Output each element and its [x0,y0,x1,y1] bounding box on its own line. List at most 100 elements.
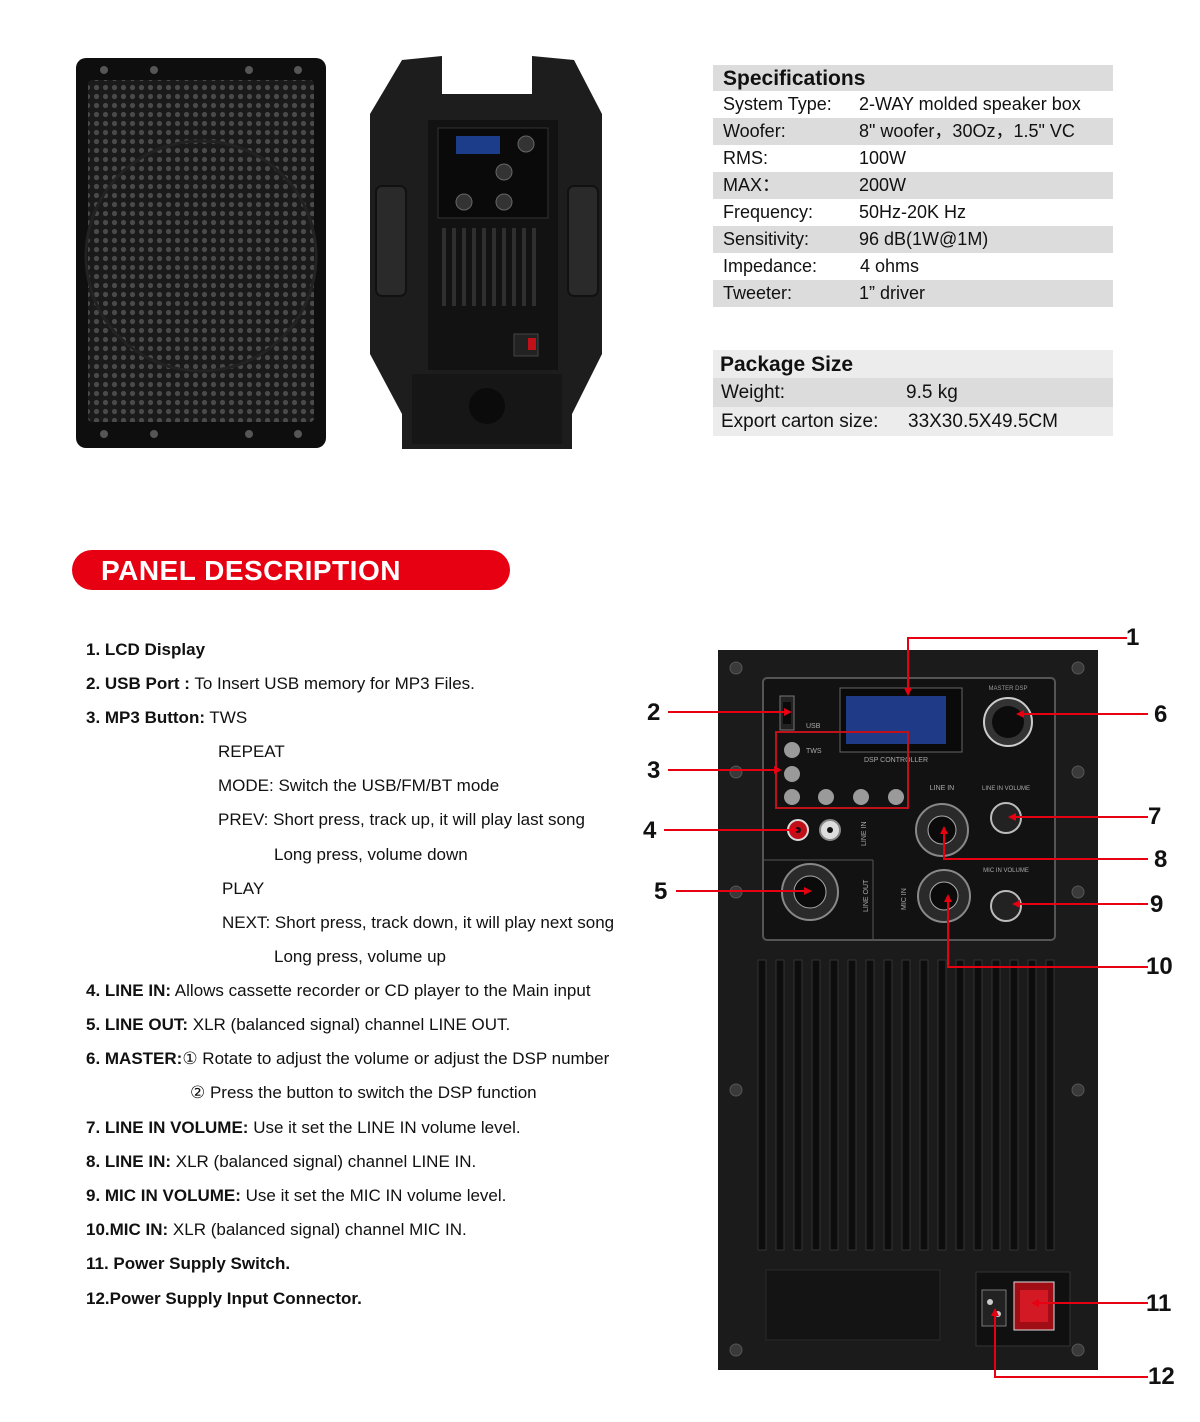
item-head: 2. USB Port : [86,674,190,693]
item-head: 4. LINE IN: [86,981,172,1000]
package-row: Weight:9.5 kg [713,378,1113,407]
list-item: REPEAT [218,742,285,762]
list-item: Long press, volume up [274,947,446,967]
item-text: PLAY [222,879,265,898]
item-head: 6. MASTER: [86,1049,183,1068]
callout-8: 8 [1154,846,1168,873]
spec-value: 100W [859,148,907,168]
list-item: Long press, volume down [274,845,468,865]
dsp-label: DSP CONTROLLER [864,757,928,764]
list-item: 4. LINE IN: Allows cassette recorder or … [86,981,591,1001]
spec-label: Sensitivity: [723,229,810,249]
spec-label: RMS: [723,148,768,168]
spec-row: RMS: 100W [713,145,1113,172]
spec-row: Frequency:50Hz-20K Hz [713,199,1113,226]
item-text: NEXT: Short press, track down, it will p… [222,913,615,932]
callout-10: 10 [1146,953,1173,980]
callout-6: 6 [1154,701,1168,728]
specifications-title: Specifications [713,65,1113,91]
panel-description-title: PANEL DESCRIPTION [101,555,401,586]
item-text: XLR (balanced signal) channel MIC IN. [168,1220,467,1239]
item-text: MODE: Switch the USB/FM/BT mode [218,776,500,795]
item-text: XLR (balanced signal) channel LINE OUT. [188,1015,511,1034]
list-item: 2. USB Port : To Insert USB memory for M… [86,674,475,694]
item-head: 11. Power Supply Switch. [86,1254,291,1273]
list-item: 1. LCD Display [86,640,205,660]
callout-9: 9 [1150,891,1164,918]
master-label: MASTER DSP [988,686,1027,692]
spec-label: Impedance: [723,256,818,276]
spec-value: 1” driver [859,283,926,303]
item-text: Long press, volume down [274,845,468,864]
package-row: Export carton size: 33X30.5X49.5CM [713,407,1113,436]
list-item: PREV: Short press, track up, it will pla… [218,810,585,830]
item-text: To Insert USB memory for MP3 Files. [189,674,475,693]
spec-value: 96 dB(1W@1M) [859,229,989,249]
item-head: 5. LINE OUT: [86,1015,189,1034]
callout-3: 3 [647,757,661,784]
spec-row: Sensitivity: 96 dB(1W@1M) [713,226,1113,253]
spec-value: 200W [859,175,907,195]
item-text: TWS [205,708,248,727]
line-out-label: LINE OUT [863,879,870,912]
item-text: Use it set the LINE IN volume level. [248,1118,521,1137]
line-in-vertical-label: LINE IN [861,821,868,846]
spec-label: Frequency: [723,202,814,222]
callout-11: 11 [1146,1290,1172,1317]
list-item: 9. MIC IN VOLUME: Use it set the MIC IN … [86,1186,506,1206]
package-label: Weight: [721,382,786,403]
line-in-label: LINE IN [930,785,955,792]
tws-label: TWS [806,748,822,755]
package-title: Package Size [713,350,1113,378]
list-item: 7. LINE IN VOLUME: Use it set the LINE I… [86,1118,521,1138]
usb-label: USB [806,723,821,730]
list-item: 11. Power Supply Switch. [86,1254,290,1274]
callout-12: 12 [1148,1363,1175,1390]
spec-row: Impedance: 4 ohms [713,253,1113,280]
package-value: 33X30.5X49.5CM [908,411,1058,432]
panel-description-banner: PANEL DESCRIPTION [72,550,510,590]
list-item: 8. LINE IN: XLR (balanced signal) channe… [86,1152,476,1172]
callout-4: 4 [643,817,657,844]
spec-row: Tweeter: 1” driver [713,280,1113,307]
mic-in-volume-label: MIC IN VOLUME [983,868,1029,874]
list-item: MODE: Switch the USB/FM/BT mode [218,776,499,796]
list-item: 3. MP3 Button: TWS [86,708,247,728]
spec-label: Woofer: [723,121,786,141]
line-in-volume-label: LINE IN VOLUME [982,786,1030,792]
speaker-front-image [76,58,326,448]
list-item: 6. MASTER:① Rotate to adjust the volume … [86,1049,609,1069]
list-item: ② Press the button to switch the DSP fun… [190,1083,537,1103]
spec-label: Tweeter: [723,283,793,303]
item-head: 8. LINE IN: [86,1152,172,1171]
item-text: Use it set the MIC IN volume level. [240,1186,507,1205]
spec-row: MAX： 200W [713,172,1113,199]
item-text: ① Rotate to adjust the volume or adjust … [182,1049,610,1068]
list-item: 12.Power Supply Input Connector. [86,1289,362,1309]
list-item: 5. LINE OUT: XLR (balanced signal) chann… [86,1015,510,1035]
list-item: PLAY [222,879,264,899]
package-size-table: Package Size Weight:9.5 kg Export carton… [713,350,1113,436]
item-head: 12.Power Supply Input Connector. [86,1289,362,1308]
item-text: XLR (balanced signal) channel LINE IN. [171,1152,477,1171]
spec-value: 4 ohms [860,256,920,276]
spec-row: System Type: 2-WAY molded speaker box [713,91,1113,118]
package-label: Export carton size: [721,411,879,432]
item-text: PREV: Short press, track up, it will pla… [218,810,585,829]
item-head: 1. LCD Display [86,640,206,659]
speaker-rear-image [370,56,602,449]
callout-5: 5 [654,878,668,905]
spec-value: 2-WAY molded speaker box [859,94,1081,114]
mic-in-label: MIC IN [901,888,908,910]
specifications-table: Specifications System Type: 2-WAY molded … [713,65,1113,307]
spec-label: MAX： [723,175,781,195]
item-head: 9. MIC IN VOLUME: [86,1186,241,1205]
spec-label: System Type: [723,94,832,114]
callout-7: 7 [1148,803,1162,830]
item-head: 7. LINE IN VOLUME: [86,1118,249,1137]
item-head: 10.MIC IN: [86,1220,169,1239]
spec-row: Woofer: 8" woofer，30Oz，1.5" VC [713,118,1113,145]
spec-value: 8" woofer，30Oz，1.5" VC [859,121,1075,141]
item-text: Allows cassette recorder or CD player to… [171,981,591,1000]
